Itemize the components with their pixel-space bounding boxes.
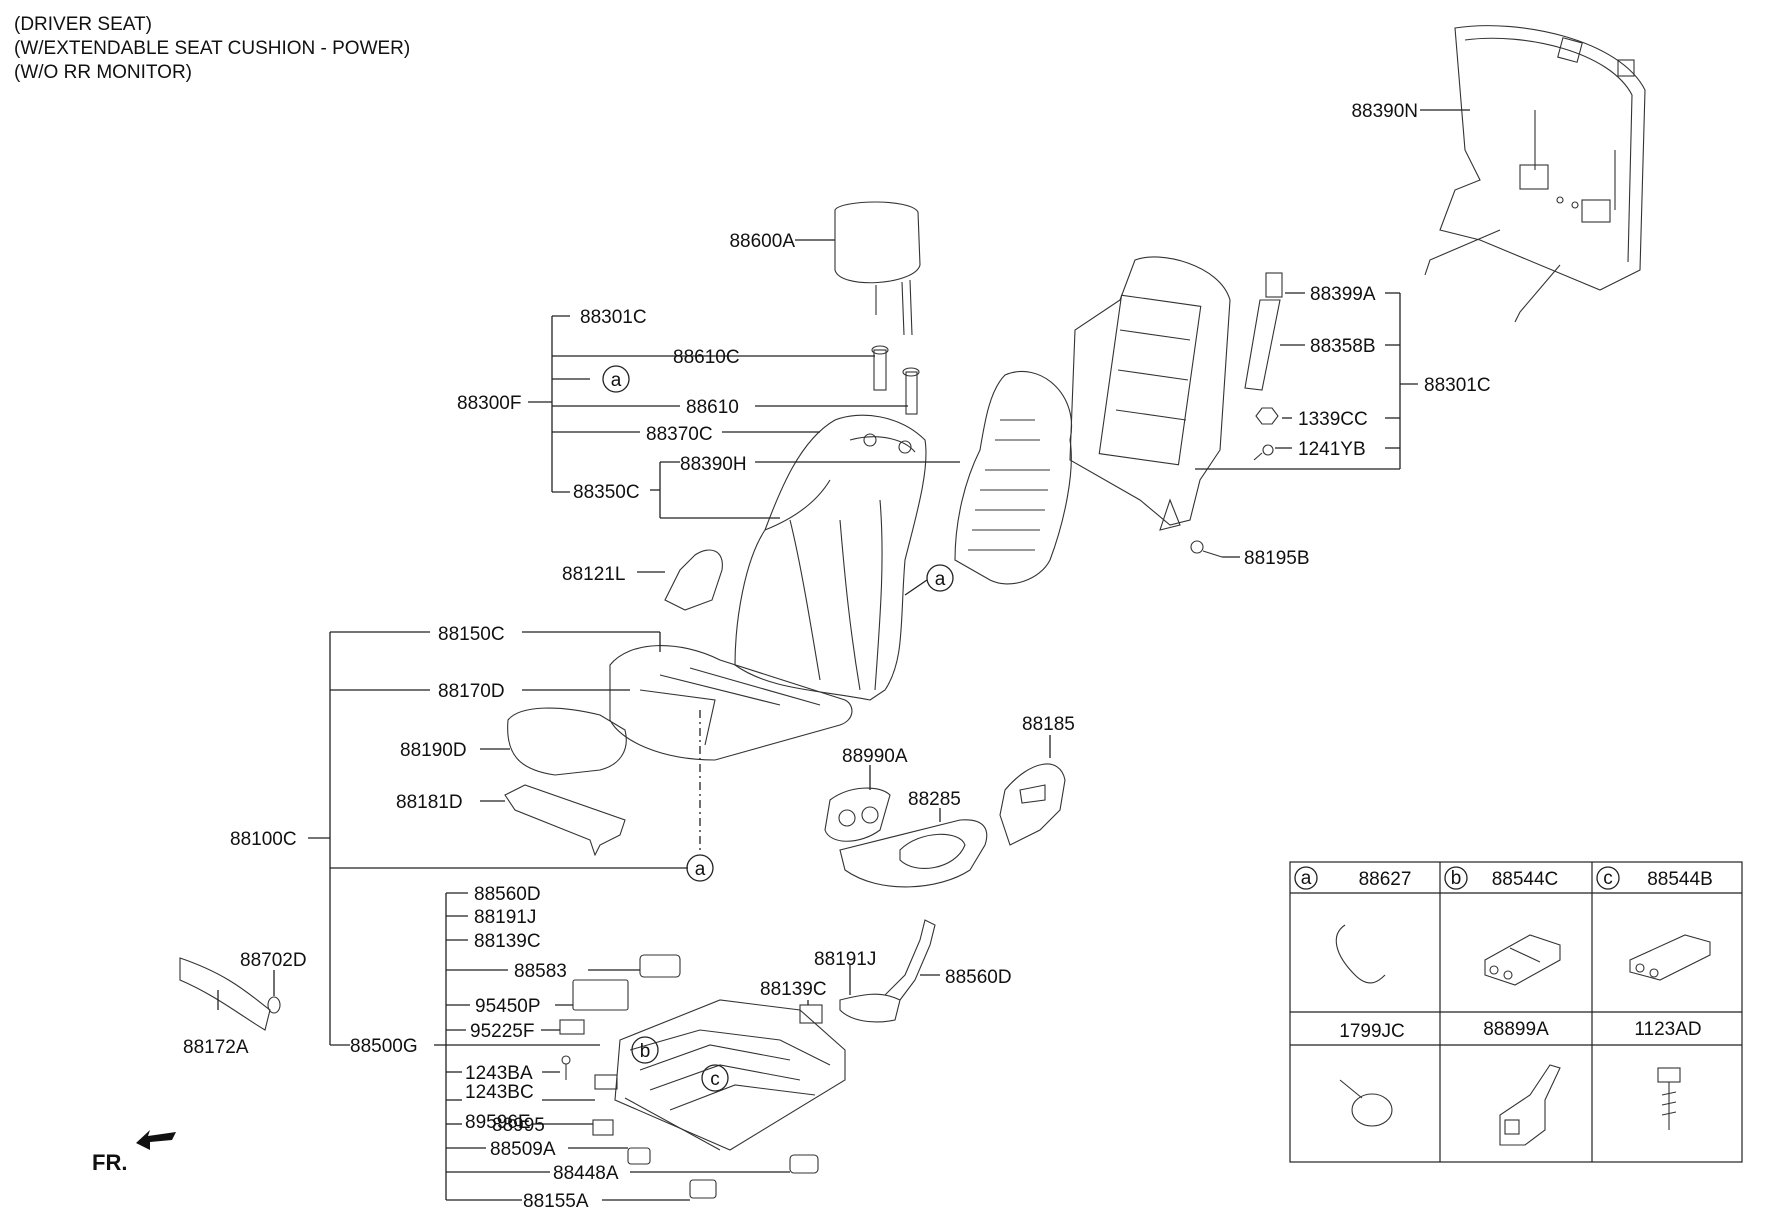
callout-c-frame: c bbox=[701, 1064, 729, 1092]
label-1243BA: 1243BA bbox=[465, 1063, 533, 1084]
legend-key-c: c bbox=[1603, 868, 1613, 889]
label-88448A: 88448A bbox=[553, 1163, 619, 1184]
label-1339CC: 1339CC bbox=[1298, 409, 1368, 430]
label-88370C: 88370C bbox=[646, 424, 713, 445]
callout-b-frame: b bbox=[631, 1036, 659, 1064]
seat-back-cover-drawing bbox=[1424, 25, 1646, 323]
label-88600A: 88600A bbox=[729, 231, 795, 252]
label-88285: 88285 bbox=[908, 789, 961, 810]
label-88150C: 88150C bbox=[438, 624, 505, 645]
label-88181D: 88181D bbox=[396, 792, 463, 813]
connector-clip-c-icon bbox=[1629, 934, 1711, 981]
label-88500G: 88500G bbox=[350, 1036, 418, 1057]
wire-clip-icon bbox=[1335, 924, 1386, 984]
label-88390H: 88390H bbox=[680, 454, 747, 475]
legend-part-88899A: 88899A bbox=[1483, 1019, 1549, 1040]
seat-back-frame-drawing bbox=[1069, 256, 1231, 531]
legend-key-b: b bbox=[1451, 868, 1462, 889]
label-88121L: 88121L bbox=[562, 564, 625, 585]
seat-track-frame-drawing bbox=[614, 999, 846, 1151]
label-88185: 88185 bbox=[1022, 714, 1075, 735]
label-88300F: 88300F bbox=[457, 393, 521, 414]
label-88350C: 88350C bbox=[573, 482, 640, 503]
seat-cushion-drawing bbox=[609, 645, 853, 761]
label-88191J-right: 88191J bbox=[814, 949, 876, 970]
legend-part-88544B: 88544B bbox=[1647, 869, 1713, 890]
svg-text:b: b bbox=[640, 1041, 651, 1062]
label-88702D: 88702D bbox=[240, 950, 307, 971]
front-direction-indicator: FR. bbox=[92, 1130, 176, 1175]
label-95450P: 95450P bbox=[475, 996, 541, 1017]
callout-a-seatback: a bbox=[904, 564, 954, 596]
label-88560D-right: 88560D bbox=[945, 967, 1012, 988]
side-trim-strip-drawing bbox=[179, 957, 281, 1031]
legend-part-88627: 88627 bbox=[1359, 869, 1412, 890]
label-88301C-top: 88301C bbox=[580, 307, 647, 328]
label-88191J-list: 88191J bbox=[474, 907, 536, 928]
label-88610C: 88610C bbox=[673, 347, 740, 368]
side-cover-drawing bbox=[664, 549, 723, 611]
label-88390N: 88390N bbox=[1351, 101, 1418, 122]
callout-a-cushion: a bbox=[686, 854, 714, 882]
label-89596E: 89596E bbox=[465, 1112, 531, 1133]
label-88583: 88583 bbox=[514, 961, 567, 982]
side-cover-right-drawing bbox=[999, 763, 1066, 846]
seat-back-cover-front-drawing bbox=[734, 414, 927, 701]
header-line-1: (DRIVER SEAT) bbox=[14, 14, 152, 35]
extension-trim-drawing bbox=[504, 784, 626, 857]
legend-table: a 88627 b 88544C c 88544B 1799JC 88899A … bbox=[1289, 861, 1743, 1163]
seat-switch-drawing bbox=[824, 787, 891, 842]
cable-tie-icon bbox=[1339, 1079, 1393, 1127]
front-label: FR. bbox=[92, 1150, 127, 1175]
legend-part-88544C: 88544C bbox=[1492, 869, 1559, 890]
side-shield-drawing bbox=[839, 819, 988, 888]
leader-lines bbox=[217, 109, 1470, 1201]
callout-a-top: a bbox=[602, 365, 630, 393]
label-88509A: 88509A bbox=[490, 1139, 556, 1160]
label-88172A: 88172A bbox=[183, 1037, 249, 1058]
label-88170D: 88170D bbox=[438, 681, 505, 702]
svg-text:a: a bbox=[935, 569, 946, 590]
cushion-extension-drawing bbox=[507, 707, 627, 776]
label-88358B: 88358B bbox=[1310, 336, 1376, 357]
seat-back-pad-drawing bbox=[954, 370, 1073, 585]
header-line-3: (W/O RR MONITOR) bbox=[14, 62, 192, 83]
legend-part-1799JC: 1799JC bbox=[1339, 1021, 1405, 1042]
label-88610: 88610 bbox=[686, 397, 739, 418]
front-arrow-icon bbox=[136, 1130, 176, 1150]
legend-part-1123AD: 1123AD bbox=[1634, 1019, 1701, 1040]
svg-text:a: a bbox=[695, 859, 706, 880]
headrest-drawing bbox=[834, 201, 921, 336]
part-labels: 88390N 88600A 88301C 88610C 88300F 88610… bbox=[183, 101, 1491, 1211]
label-88100C: 88100C bbox=[230, 829, 297, 850]
label-88995-visible: 88995 bbox=[492, 1115, 545, 1136]
bolt-icon bbox=[1657, 1067, 1681, 1130]
label-88190D: 88190D bbox=[400, 740, 467, 761]
legend-key-a: a bbox=[1301, 868, 1312, 889]
label-1243BC: 1243BC bbox=[465, 1082, 534, 1103]
svg-text:a: a bbox=[611, 370, 622, 391]
harness-bracket-icon bbox=[1499, 1064, 1561, 1146]
header-line-2: (W/EXTENDABLE SEAT CUSHION - POWER) bbox=[14, 38, 410, 59]
label-88301C-right: 88301C bbox=[1424, 375, 1491, 396]
svg-text:c: c bbox=[710, 1069, 720, 1090]
harness-motors-drawing bbox=[559, 919, 936, 1199]
label-88139C-list: 88139C bbox=[474, 931, 541, 952]
label-88560D-list: 88560D bbox=[474, 884, 541, 905]
label-1241YB: 1241YB bbox=[1298, 439, 1366, 460]
frame-small-parts-drawing bbox=[1190, 272, 1283, 558]
headrest-guide-drawing bbox=[871, 345, 920, 415]
connector-clip-b-icon bbox=[1484, 934, 1561, 986]
label-88990A: 88990A bbox=[842, 746, 908, 767]
label-88399A: 88399A bbox=[1310, 284, 1376, 305]
label-95225F: 95225F bbox=[470, 1021, 534, 1042]
label-88139C-right: 88139C bbox=[760, 979, 827, 1000]
label-88195B: 88195B bbox=[1244, 548, 1310, 569]
label-88155A: 88155A bbox=[523, 1191, 589, 1211]
